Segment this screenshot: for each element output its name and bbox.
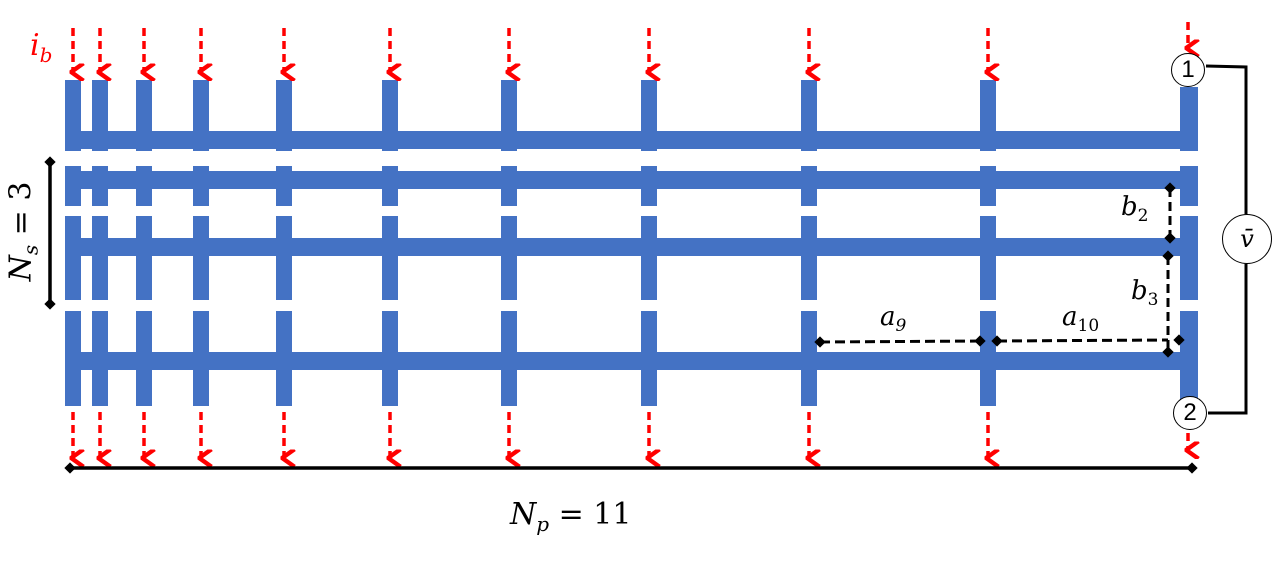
vertical-segment bbox=[276, 166, 292, 206]
horizontal-bar bbox=[65, 171, 1196, 189]
current-symbol: i bbox=[30, 28, 40, 63]
vertical-segment bbox=[801, 311, 817, 406]
vertical-segment bbox=[65, 80, 81, 151]
vertical-segment bbox=[276, 311, 292, 406]
current-arrows bbox=[73, 22, 1188, 458]
vertical-segment bbox=[136, 166, 152, 206]
vertical-segment bbox=[801, 166, 817, 206]
horizontal-bar bbox=[65, 238, 1196, 256]
dimension-endpoint-icon bbox=[1186, 462, 1198, 474]
parallel-subscript: p bbox=[536, 512, 550, 536]
a10-symbol: a bbox=[1062, 302, 1078, 332]
vertical-segment bbox=[382, 216, 398, 300]
vertical-segment bbox=[92, 311, 108, 406]
terminal-node-2: 2 bbox=[1173, 396, 1207, 430]
vertical-segment bbox=[1180, 216, 1198, 300]
dim-label-a9: a9 bbox=[880, 302, 906, 336]
horizontal-bar bbox=[65, 131, 1196, 149]
parallel-symbol: N bbox=[510, 497, 537, 532]
vertical-segment bbox=[1180, 311, 1198, 400]
vertical-segment bbox=[193, 311, 209, 406]
b3-symbol: b bbox=[1131, 276, 1148, 306]
dim-label-a10: a10 bbox=[1062, 302, 1099, 336]
vertical-segment bbox=[382, 80, 398, 151]
horizontal-bar bbox=[65, 352, 1196, 370]
dimension-endpoint-icon bbox=[991, 335, 1003, 347]
vertical-segment bbox=[801, 80, 817, 151]
dimension-endpoint-icon bbox=[814, 336, 826, 348]
vertical-segment bbox=[501, 166, 517, 206]
b2-symbol: b bbox=[1121, 192, 1138, 222]
a10-subscript: 10 bbox=[1077, 316, 1100, 337]
a9-subscript: 9 bbox=[895, 316, 907, 337]
current-label: ib bbox=[30, 28, 52, 67]
vertical-segment bbox=[801, 216, 817, 300]
vertical-segment bbox=[382, 311, 398, 406]
parallel-value: = 11 bbox=[558, 497, 632, 532]
vertical-segment bbox=[193, 80, 209, 151]
vertical-segment bbox=[1180, 87, 1198, 151]
series-count-label: Ns = 3 bbox=[4, 167, 43, 297]
a9-dimension-line bbox=[819, 339, 981, 344]
series-symbol: N bbox=[3, 255, 39, 282]
vertical-segment bbox=[92, 166, 108, 206]
vertical-segment bbox=[65, 216, 81, 300]
voltage-label: v̄ bbox=[1240, 225, 1254, 253]
vertical-segment bbox=[501, 311, 517, 406]
dimension-endpoint-icon bbox=[1164, 232, 1176, 244]
conductor-grid bbox=[65, 80, 1198, 406]
node-1-label: 1 bbox=[1181, 56, 1195, 83]
b3-subscript: 3 bbox=[1147, 290, 1159, 311]
dimension-endpoint-icon bbox=[64, 462, 76, 474]
voltmeter-wire-top bbox=[1205, 64, 1248, 214]
series-subscript: s bbox=[18, 244, 43, 256]
vertical-segment bbox=[136, 311, 152, 406]
dimension-endpoint-icon bbox=[974, 335, 986, 347]
voltmeter-node: v̄ bbox=[1222, 214, 1272, 264]
a10-dimension-line bbox=[996, 338, 1169, 343]
vertical-segment bbox=[276, 80, 292, 151]
vertical-segment bbox=[641, 311, 657, 406]
parallel-count-label: Np = 11 bbox=[510, 497, 631, 536]
dim-label-b3: b3 bbox=[1131, 276, 1158, 310]
dimension-endpoint-icon bbox=[44, 298, 56, 310]
vertical-segment bbox=[641, 216, 657, 300]
vertical-segment bbox=[980, 166, 996, 206]
vertical-segment bbox=[641, 80, 657, 151]
dimension-endpoint-icon bbox=[1173, 334, 1185, 346]
vertical-segment bbox=[1180, 166, 1198, 206]
current-subscript: b bbox=[39, 43, 53, 67]
dimension-endpoint-icon bbox=[1164, 182, 1176, 194]
vertical-segment bbox=[136, 216, 152, 300]
vertical-segment bbox=[92, 80, 108, 151]
vertical-segment bbox=[382, 166, 398, 206]
vertical-segment bbox=[193, 166, 209, 206]
vertical-segment bbox=[501, 80, 517, 151]
terminal-node-1: 1 bbox=[1171, 53, 1205, 87]
vertical-segment bbox=[980, 311, 996, 406]
vertical-segment bbox=[980, 216, 996, 300]
dimension-endpoint-icon bbox=[1162, 250, 1174, 262]
vertical-segment bbox=[65, 311, 81, 406]
dimension-endpoint-icon bbox=[1162, 346, 1174, 358]
vertical-segment bbox=[136, 80, 152, 151]
node-2-label: 2 bbox=[1183, 399, 1197, 426]
b2-subscript: 2 bbox=[1137, 206, 1149, 227]
dim-label-b2: b2 bbox=[1121, 192, 1148, 226]
dimension-lines bbox=[44, 64, 1248, 474]
voltmeter-wire-bottom bbox=[1208, 264, 1248, 415]
vertical-segment bbox=[92, 216, 108, 300]
vertical-segment bbox=[193, 216, 209, 300]
vertical-segment bbox=[276, 216, 292, 300]
dimension-endpoint-icon bbox=[44, 156, 56, 168]
a9-symbol: a bbox=[880, 302, 896, 332]
vertical-segment bbox=[641, 166, 657, 206]
vertical-segment bbox=[501, 216, 517, 300]
vertical-segment bbox=[980, 80, 996, 151]
vertical-segment bbox=[65, 166, 81, 206]
series-value: = 3 bbox=[3, 181, 39, 236]
